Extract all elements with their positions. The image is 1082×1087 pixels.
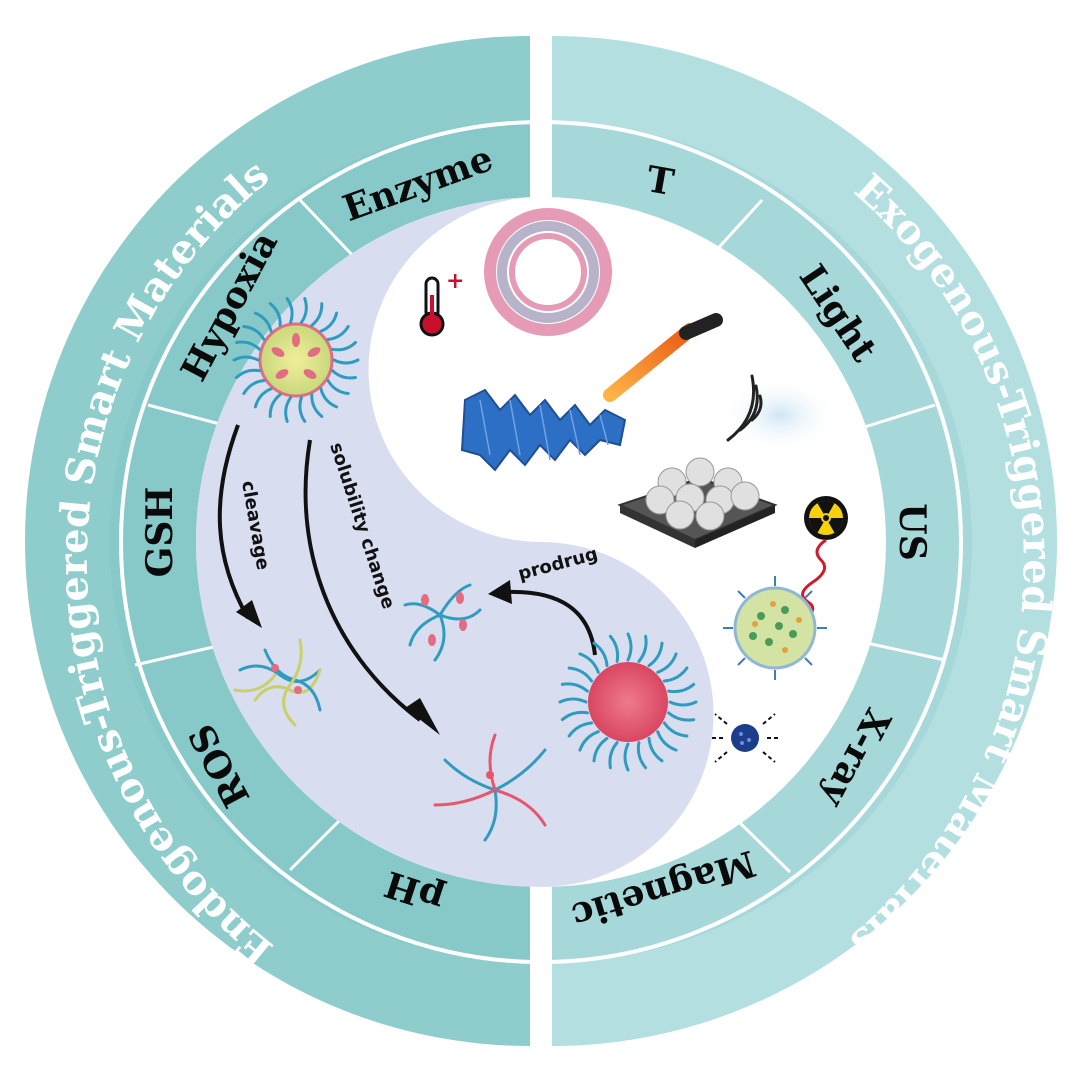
polymer-arm: [637, 634, 648, 663]
polymer-arm: [647, 641, 664, 668]
released-polymer-star: [403, 583, 482, 662]
ultrasound-wave-icon: [720, 374, 840, 453]
svg-text:+: +: [446, 268, 464, 294]
polymer-arm: [656, 652, 678, 674]
polymer-arm: [253, 387, 273, 409]
polymer-arm: [331, 369, 357, 380]
laser-pen-icon: [603, 313, 723, 402]
polymer-arm: [662, 666, 689, 683]
polymer-arm: [268, 302, 282, 327]
polymer-arm: [326, 379, 350, 395]
polymer-arm: [578, 652, 600, 674]
polymer-arm: [310, 393, 324, 418]
polymer-arm: [299, 297, 308, 324]
polymer-arm: [667, 711, 696, 722]
polymer-arm: [242, 379, 266, 395]
polymer-arm: [332, 358, 360, 365]
magnetic-nanoparticle-icon: [711, 713, 779, 763]
polymer-arm: [235, 368, 261, 379]
polymer-arm: [608, 741, 619, 770]
prodrug-arrow: [488, 580, 597, 656]
polymer-arm: [636, 741, 648, 770]
polymer-arm: [608, 634, 620, 663]
thermometer-icon: +: [419, 268, 464, 337]
polymer-arm: [331, 341, 357, 352]
polymer-arm: [567, 721, 594, 738]
cleavage-arrow: [217, 424, 262, 628]
polymer-arm: [268, 393, 282, 418]
polymer-arm: [235, 340, 261, 351]
polymer-arm: [560, 710, 589, 722]
polymer-arm: [567, 666, 594, 683]
ligand-nanoparticle: [723, 576, 827, 680]
polymer-arm: [326, 325, 350, 341]
polymer-arm: [284, 396, 293, 423]
polymer-arm: [232, 355, 260, 362]
polymer-arm: [298, 396, 307, 423]
wavy-nanosheet: [460, 388, 627, 472]
trigger-gsh-label: GSH: [139, 487, 181, 578]
polymer-arm: [647, 736, 664, 763]
polymer-arm: [668, 700, 698, 707]
dispersed-polymer-star: [433, 733, 547, 842]
polymer-arm: [310, 302, 324, 327]
micelle-pink-core: [558, 632, 698, 772]
polymer-arm: [319, 387, 339, 409]
polymer-arm: [623, 742, 630, 772]
polymer-arm: [592, 641, 609, 668]
solubility-arrow: [303, 439, 440, 735]
polymer-arm: [578, 730, 600, 752]
polymer-arm: [285, 297, 294, 324]
micelle-yellow-core: [232, 297, 360, 423]
polymer-arm: [626, 632, 633, 662]
trigger-us-label: US: [891, 503, 933, 560]
liposome-vesicle: [484, 208, 612, 336]
polymer-arm: [560, 682, 589, 693]
radiation-icon: [804, 496, 848, 540]
polymer-arm: [656, 730, 678, 752]
cleaved-polymer-cluster: [233, 638, 322, 727]
polymer-arm: [242, 325, 266, 341]
polymer-arm: [662, 721, 689, 738]
polymer-arm: [667, 682, 696, 694]
polymer-arm: [592, 736, 609, 763]
polymer-arm: [558, 697, 588, 704]
mesoporous-spheres-plate: [617, 457, 778, 548]
polymer-arm: [319, 311, 339, 333]
polymer-arm: [253, 311, 273, 333]
